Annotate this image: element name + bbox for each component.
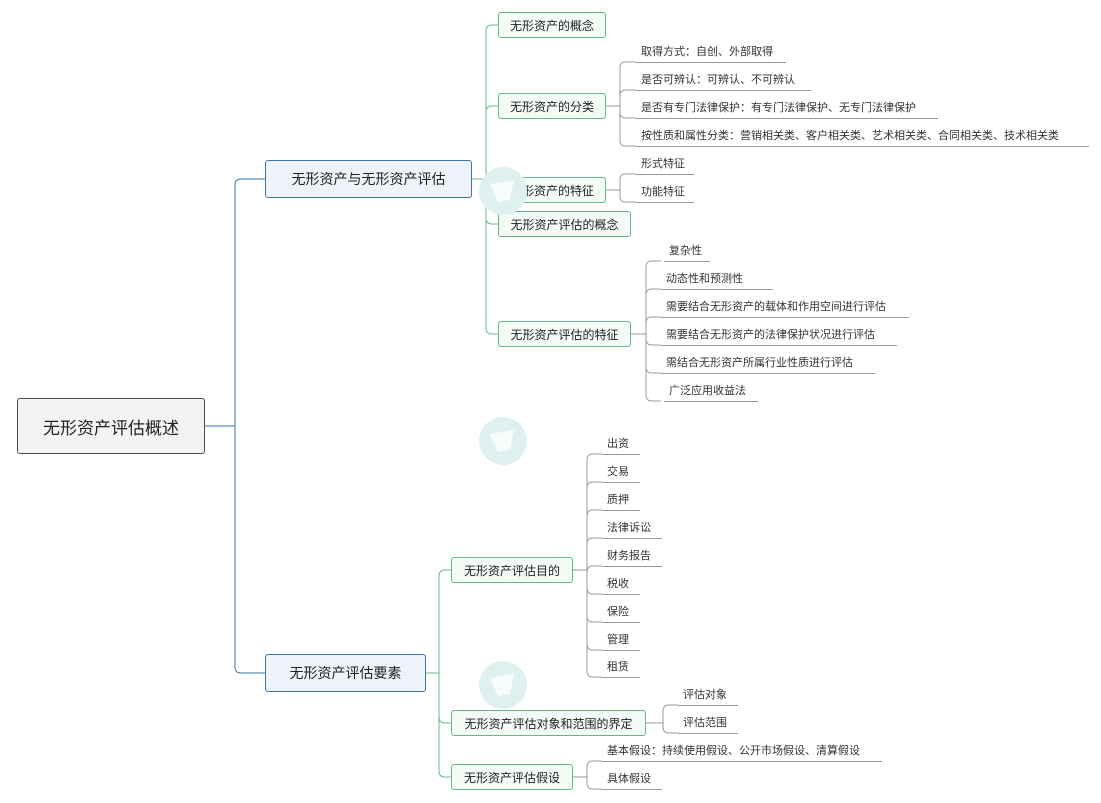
leaf-purpose-insurance[interactable]: 保险 (602, 603, 640, 623)
connector-scope (646, 704, 678, 734)
leaf-legal-protection-status[interactable]: 需要结合无形资产的法律保护状况进行评估 (661, 326, 897, 346)
node-label: 无形资产评估的特征 (510, 327, 619, 342)
leaf-purpose-transaction[interactable]: 交易 (602, 463, 640, 483)
leaf-purpose-financial-report[interactable]: 财务报告 (602, 547, 662, 567)
leaf-classification-identifiable[interactable]: 是否可辨认：可辨认、不可辨认 (636, 71, 811, 91)
node-evaluation-purpose[interactable]: 无形资产评估目的 (451, 557, 573, 583)
connector-features (606, 173, 636, 203)
leaf-classification-legal-protection[interactable]: 是否有专门法律保护：有专门法律保护、无专门法律保护 (636, 99, 938, 119)
leaf-classification-acquisition[interactable]: 取得方式：自创、外部取得 (636, 43, 786, 63)
connector-assumptions (573, 760, 602, 790)
node-intangible-asset-classification[interactable]: 无形资产的分类 (498, 93, 606, 119)
leaf-purpose-management[interactable]: 管理 (602, 631, 640, 651)
leaf-purpose-pledge[interactable]: 质押 (602, 491, 640, 511)
node-label: 无形资产评估对象和范围的界定 (464, 716, 633, 731)
root-node[interactable]: 无形资产评估概述 (17, 398, 205, 454)
leaf-carrier-and-space[interactable]: 需要结合无形资产的载体和作用空间进行评估 (661, 298, 909, 318)
leaf-dynamic-predictive[interactable]: 动态性和预测性 (661, 270, 773, 290)
node-label: 无形资产评估目的 (463, 563, 560, 578)
connector-branch2 (426, 569, 451, 778)
leaf-complexity[interactable]: 复杂性 (664, 242, 710, 262)
node-label: 无形资产评估的概念 (510, 217, 619, 232)
leaf-form-feature[interactable]: 形式特征 (636, 155, 694, 175)
node-label: 无形资产的概念 (509, 18, 594, 33)
connector-root (205, 178, 265, 674)
leaf-industry-nature[interactable]: 需结合无形资产所属行业性质进行评估 (661, 354, 875, 374)
node-label: 无形资产评估假设 (463, 770, 560, 785)
branch-intangible-assets-and-evaluation[interactable]: 无形资产与无形资产评估 (265, 160, 472, 198)
connector-purpose (573, 453, 602, 678)
node-evaluation-concept[interactable]: 无形资产评估的概念 (498, 211, 631, 237)
connector-branch1 (472, 24, 498, 335)
leaf-basic-assumptions[interactable]: 基本假设：持续使用假设、公开市场假设、清算假设 (602, 742, 882, 762)
node-intangible-asset-concept[interactable]: 无形资产的概念 (498, 12, 606, 38)
node-evaluation-assumptions[interactable]: 无形资产评估假设 (451, 764, 573, 790)
node-label: 无形资产的特征 (509, 183, 594, 198)
branch-evaluation-elements[interactable]: 无形资产评估要素 (265, 654, 426, 692)
branch-label: 无形资产评估要素 (289, 666, 402, 682)
node-label: 无形资产的分类 (509, 99, 594, 114)
leaf-specific-assumptions[interactable]: 具体假设 (602, 770, 662, 790)
leaf-evaluation-object[interactable]: 评估对象 (678, 686, 738, 706)
leaf-function-feature[interactable]: 功能特征 (636, 183, 694, 203)
connector-classification (606, 61, 636, 147)
branch-label: 无形资产与无形资产评估 (291, 172, 446, 188)
leaf-purpose-litigation[interactable]: 法律诉讼 (602, 519, 662, 539)
node-evaluation-object-and-scope[interactable]: 无形资产评估对象和范围的界定 (451, 710, 646, 736)
node-intangible-asset-features[interactable]: 无形资产的特征 (498, 177, 606, 203)
leaf-evaluation-scope[interactable]: 评估范围 (678, 714, 738, 734)
connector-eval-features (631, 260, 661, 402)
node-evaluation-features[interactable]: 无形资产评估的特征 (498, 321, 631, 347)
leaf-classification-by-nature[interactable]: 按性质和属性分类：营销相关类、客户相关类、艺术相关类、合同相关类、技术相关类 (636, 127, 1089, 147)
leaf-purpose-lease[interactable]: 租赁 (602, 658, 640, 678)
root-node-label: 无形资产评估概述 (43, 418, 179, 439)
leaf-purpose-contribution[interactable]: 出资 (602, 435, 640, 455)
leaf-purpose-tax[interactable]: 税收 (602, 575, 640, 595)
leaf-income-approach[interactable]: 广泛应用收益法 (664, 382, 758, 402)
